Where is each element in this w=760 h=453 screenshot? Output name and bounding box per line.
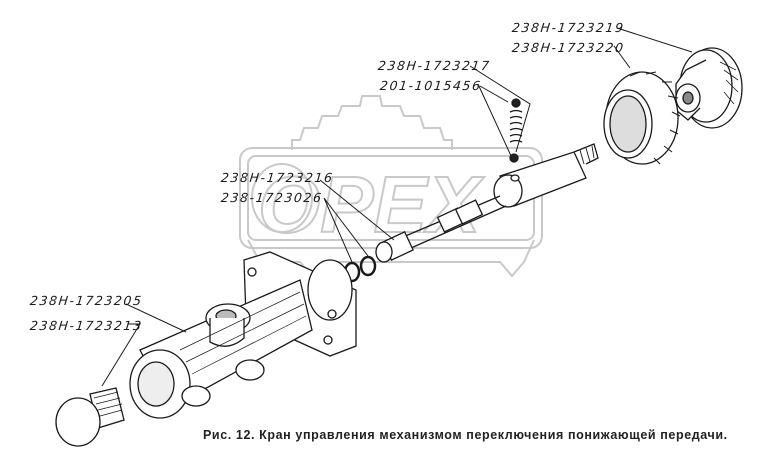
plug-part bbox=[55, 387, 125, 447]
valve-body-part bbox=[129, 251, 357, 419]
part-label-ball: 238Н-1723217 bbox=[377, 58, 492, 73]
part-label-nut: 238Н-1723220 bbox=[511, 40, 626, 55]
part-label-spring: 201-1015456 bbox=[379, 78, 483, 93]
valve-stem-assembly bbox=[375, 143, 599, 263]
svg-text:OPEX: OPEX bbox=[258, 160, 485, 249]
cap-part bbox=[675, 47, 743, 129]
nut-part bbox=[603, 71, 681, 165]
part-label-o-rings: 238-1723026 bbox=[220, 190, 324, 205]
part-label-plug: 238Н-1723213 bbox=[29, 318, 144, 333]
opex-watermark: OPEX bbox=[239, 95, 543, 278]
leader-lines bbox=[101, 27, 693, 387]
ball-and-spring bbox=[509, 98, 523, 163]
part-label-cap: 238Н-1723219 bbox=[511, 20, 626, 35]
part-label-valve-body: 238Н-1723205 bbox=[29, 293, 144, 308]
part-label-valve-stem: 238Н-1723216 bbox=[220, 170, 335, 185]
figure-caption: Рис. 12. Кран управления механизмом пере… bbox=[203, 428, 728, 442]
